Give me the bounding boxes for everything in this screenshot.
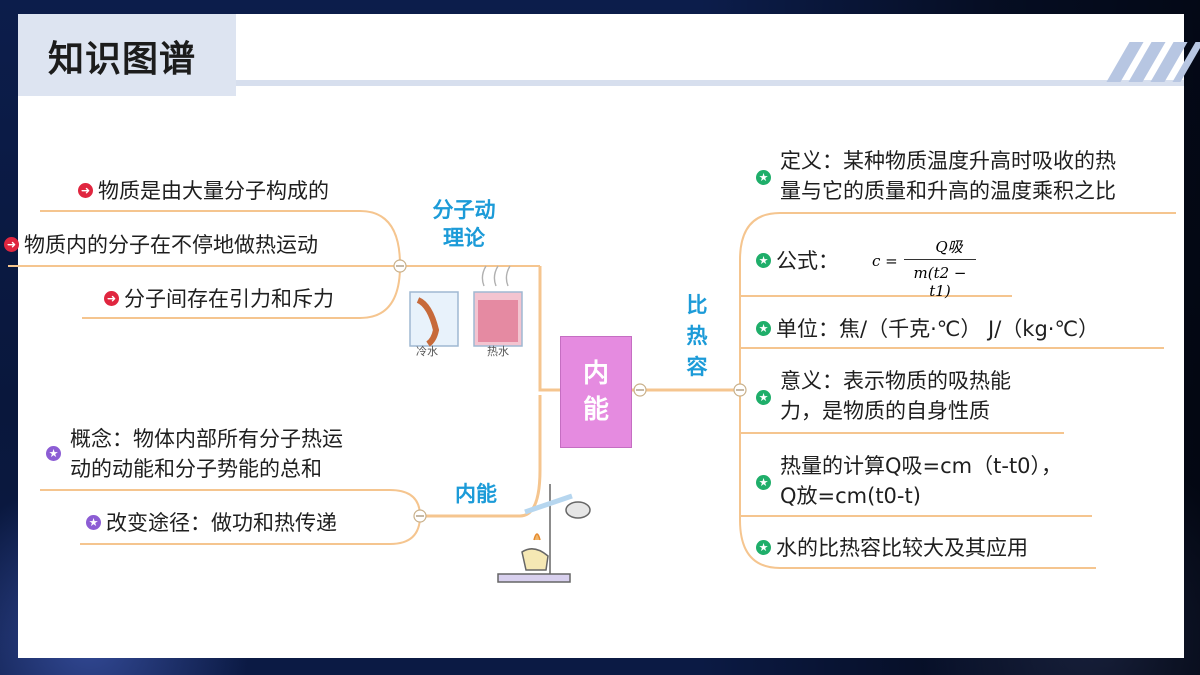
specific-heat-definition[interactable]: ★ 定义：某种物质温度升高时吸收的热 量与它的质量和升高的温度乘积之比	[756, 146, 1116, 206]
center-label: 内能	[582, 359, 609, 425]
specific-heat-water[interactable]: ★水的比热容比较大及其应用	[756, 533, 1028, 563]
star-icon: ★	[756, 320, 771, 336]
branch-molecular-theory[interactable]: 分子动理论	[432, 198, 496, 250]
internal-item-concept[interactable]: ★ 概念：物体内部所有分子热运 动的动能和分子势能的总和	[46, 424, 343, 484]
internal-item-change[interactable]: ★改变途径：做功和热传递	[86, 508, 337, 538]
specific-heat-calculation[interactable]: ★ 热量的计算Q吸=cm（t-t0）， Q放=cm(t0-t)	[756, 451, 1062, 511]
star-icon: ★	[46, 446, 61, 461]
molecular-item-3[interactable]: ➜分子间存在引力和斥力	[104, 284, 334, 314]
title-box: 知识图谱	[18, 14, 236, 96]
star-icon: ★	[86, 514, 101, 530]
title-rule	[236, 80, 1184, 86]
star-icon: ★	[756, 170, 771, 185]
arrow-right-icon: ➜	[4, 236, 19, 252]
star-icon: ★	[756, 539, 771, 555]
formula-denominator: m(t2 − t1)	[913, 264, 967, 300]
formula-lhs: c =	[872, 252, 898, 270]
center-node[interactable]: 内能	[560, 336, 632, 448]
lab-apparatus-illustration	[497, 484, 591, 583]
star-icon: ★	[756, 252, 771, 268]
star-icon: ★	[756, 475, 771, 490]
molecular-item-1[interactable]: ➜物质是由大量分子构成的	[78, 176, 329, 206]
star-icon: ★	[756, 390, 771, 405]
branch-internal-energy[interactable]: 内能	[455, 482, 497, 506]
page-title: 知识图谱	[48, 39, 197, 80]
beaker-label-cold: 冷水	[416, 345, 438, 358]
beakers-illustration	[409, 265, 523, 347]
molecular-item-2[interactable]: ➜物质内的分子在不停地做热运动	[4, 230, 318, 260]
formula-fraction-bar	[904, 259, 976, 260]
beaker-label-hot: 热水	[487, 345, 509, 358]
slide-panel: 知识图谱	[18, 14, 1200, 658]
branch-specific-heat[interactable]: 比热容	[686, 293, 708, 379]
arrow-right-icon: ➜	[78, 182, 93, 198]
specific-heat-unit[interactable]: ★单位：焦/（千克·℃） J/（kg·℃）	[756, 314, 1099, 344]
specific-heat-meaning[interactable]: ★ 意义：表示物质的吸热能 力，是物质的自身性质	[756, 366, 1011, 426]
arrow-right-icon: ➜	[104, 290, 119, 306]
formula-numerator: Q吸	[935, 238, 963, 256]
specific-heat-formula[interactable]: ★公式：	[756, 246, 839, 276]
